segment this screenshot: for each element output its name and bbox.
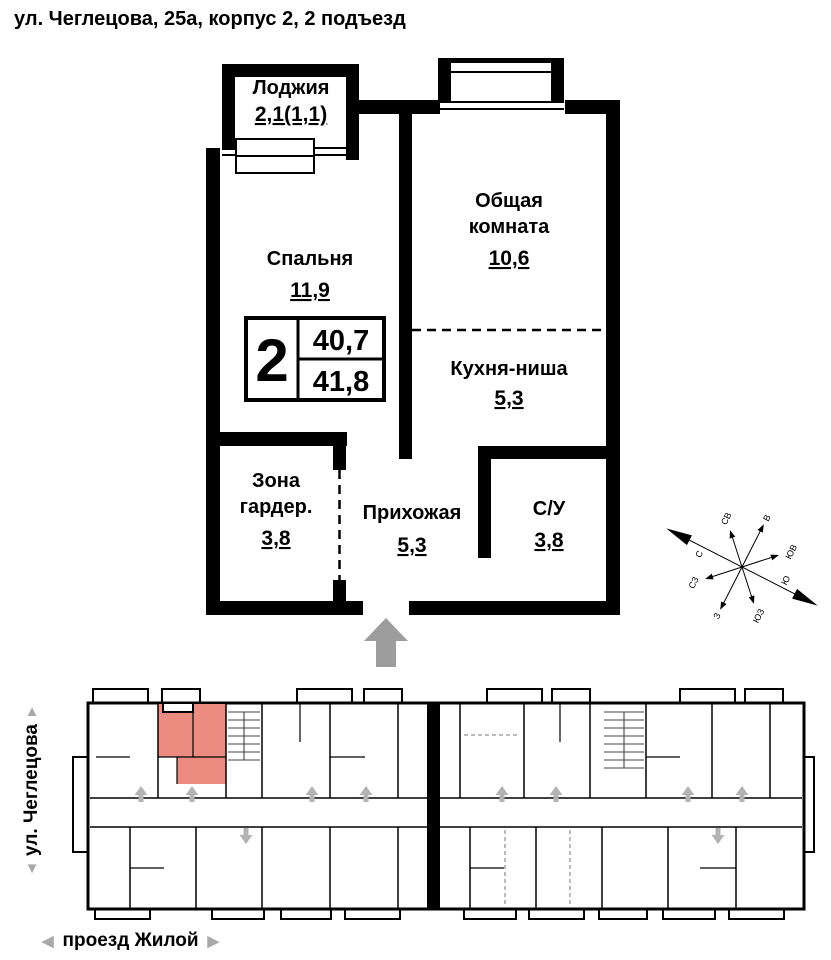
- building-walls-upper: [157, 703, 771, 798]
- compass-se: ЮВ: [783, 543, 799, 561]
- zone-dividers: [338, 328, 606, 580]
- compass-ne: СВ: [719, 511, 734, 527]
- compass-sw: ЮЗ: [751, 607, 767, 624]
- apartment-walls: [206, 58, 620, 615]
- apartment-plan: Лоджия 2,1(1,1) Спальня 11,9 Общая комна…: [206, 58, 620, 667]
- room-label: Спальня: [267, 248, 353, 270]
- room-hallway: Прихожая 5,3: [363, 502, 462, 557]
- room-area: 3,8: [534, 529, 564, 552]
- room-bedroom: Спальня 11,9: [267, 248, 353, 302]
- room-kitchen: Кухня-ниша 5,3: [450, 358, 568, 410]
- compass-n: С: [693, 549, 705, 560]
- room-label: Кухня-ниша: [450, 358, 568, 380]
- room-label: Прихожая: [363, 502, 462, 524]
- building-plan: [72, 688, 815, 920]
- room-area: 11,9: [290, 279, 330, 302]
- room-wardrobe: Зона гардер. 3,8: [240, 470, 313, 550]
- room-living: Общая комната 10,6: [469, 190, 550, 270]
- room-area: 3,8: [261, 527, 291, 550]
- room-label: Зона: [252, 470, 301, 492]
- compass-e: В: [761, 513, 773, 523]
- page-title: ул. Чеглецова, 25а, корпус 2, 2 подъезд: [14, 8, 406, 30]
- building-corridor: [90, 797, 802, 828]
- street-arrow-down-icon: ▼: [24, 859, 40, 877]
- compass-s: Ю: [779, 574, 792, 587]
- room-area: 5,3: [397, 534, 426, 557]
- badge-room-count: 2: [255, 327, 288, 394]
- building-balconies-bottom: [94, 903, 785, 920]
- badge-area-living: 40,7: [313, 325, 369, 357]
- street-label-bottom: ◀ проезд Жилой ▶: [42, 930, 219, 952]
- street-arrow-right-icon: ▶: [207, 932, 220, 950]
- balcony-door-sill: [235, 138, 315, 174]
- street-label-left: ▲ ул. Чеглецова ▼: [12, 704, 52, 912]
- street-bottom-name: проезд Жилой: [62, 930, 199, 951]
- room-area: 10,6: [489, 247, 530, 270]
- entrance-arrow-icon: [364, 618, 408, 667]
- building-walls-lower: [129, 827, 737, 909]
- street-arrow-left-icon: ◀: [42, 932, 54, 950]
- badge-area-total: 41,8: [313, 366, 369, 398]
- area-badge: 2 40,7 41,8: [244, 316, 386, 402]
- street-left-name: ул. Чеглецова: [21, 724, 42, 856]
- compass-w: З: [711, 611, 722, 620]
- room-label: Общая: [475, 190, 543, 212]
- room-bathroom: С/У 3,8: [533, 498, 566, 552]
- highlighted-apartment[interactable]: [158, 702, 226, 784]
- room-label: С/У: [533, 498, 566, 520]
- stairwell-right: [604, 711, 644, 769]
- highlight-sill: [162, 702, 194, 713]
- stairwell-left: [228, 711, 260, 761]
- room-area: 5,3: [494, 387, 523, 410]
- room-loggia: Лоджия 2,1(1,1): [253, 77, 330, 126]
- room-area: 2,1(1,1): [255, 103, 327, 126]
- room-label: гардер.: [240, 496, 313, 518]
- highlight-shape[interactable]: [158, 704, 226, 784]
- street-arrow-up-icon: ▲: [24, 703, 40, 720]
- building-details: [96, 703, 736, 905]
- room-label: Лоджия: [253, 77, 330, 99]
- room-label: комната: [469, 216, 550, 238]
- compass-nw: СЗ: [686, 575, 700, 590]
- compass-rose: С СВ В ЮВ Ю ЮЗ З СЗ: [666, 511, 818, 625]
- expansion-joint: [427, 703, 440, 909]
